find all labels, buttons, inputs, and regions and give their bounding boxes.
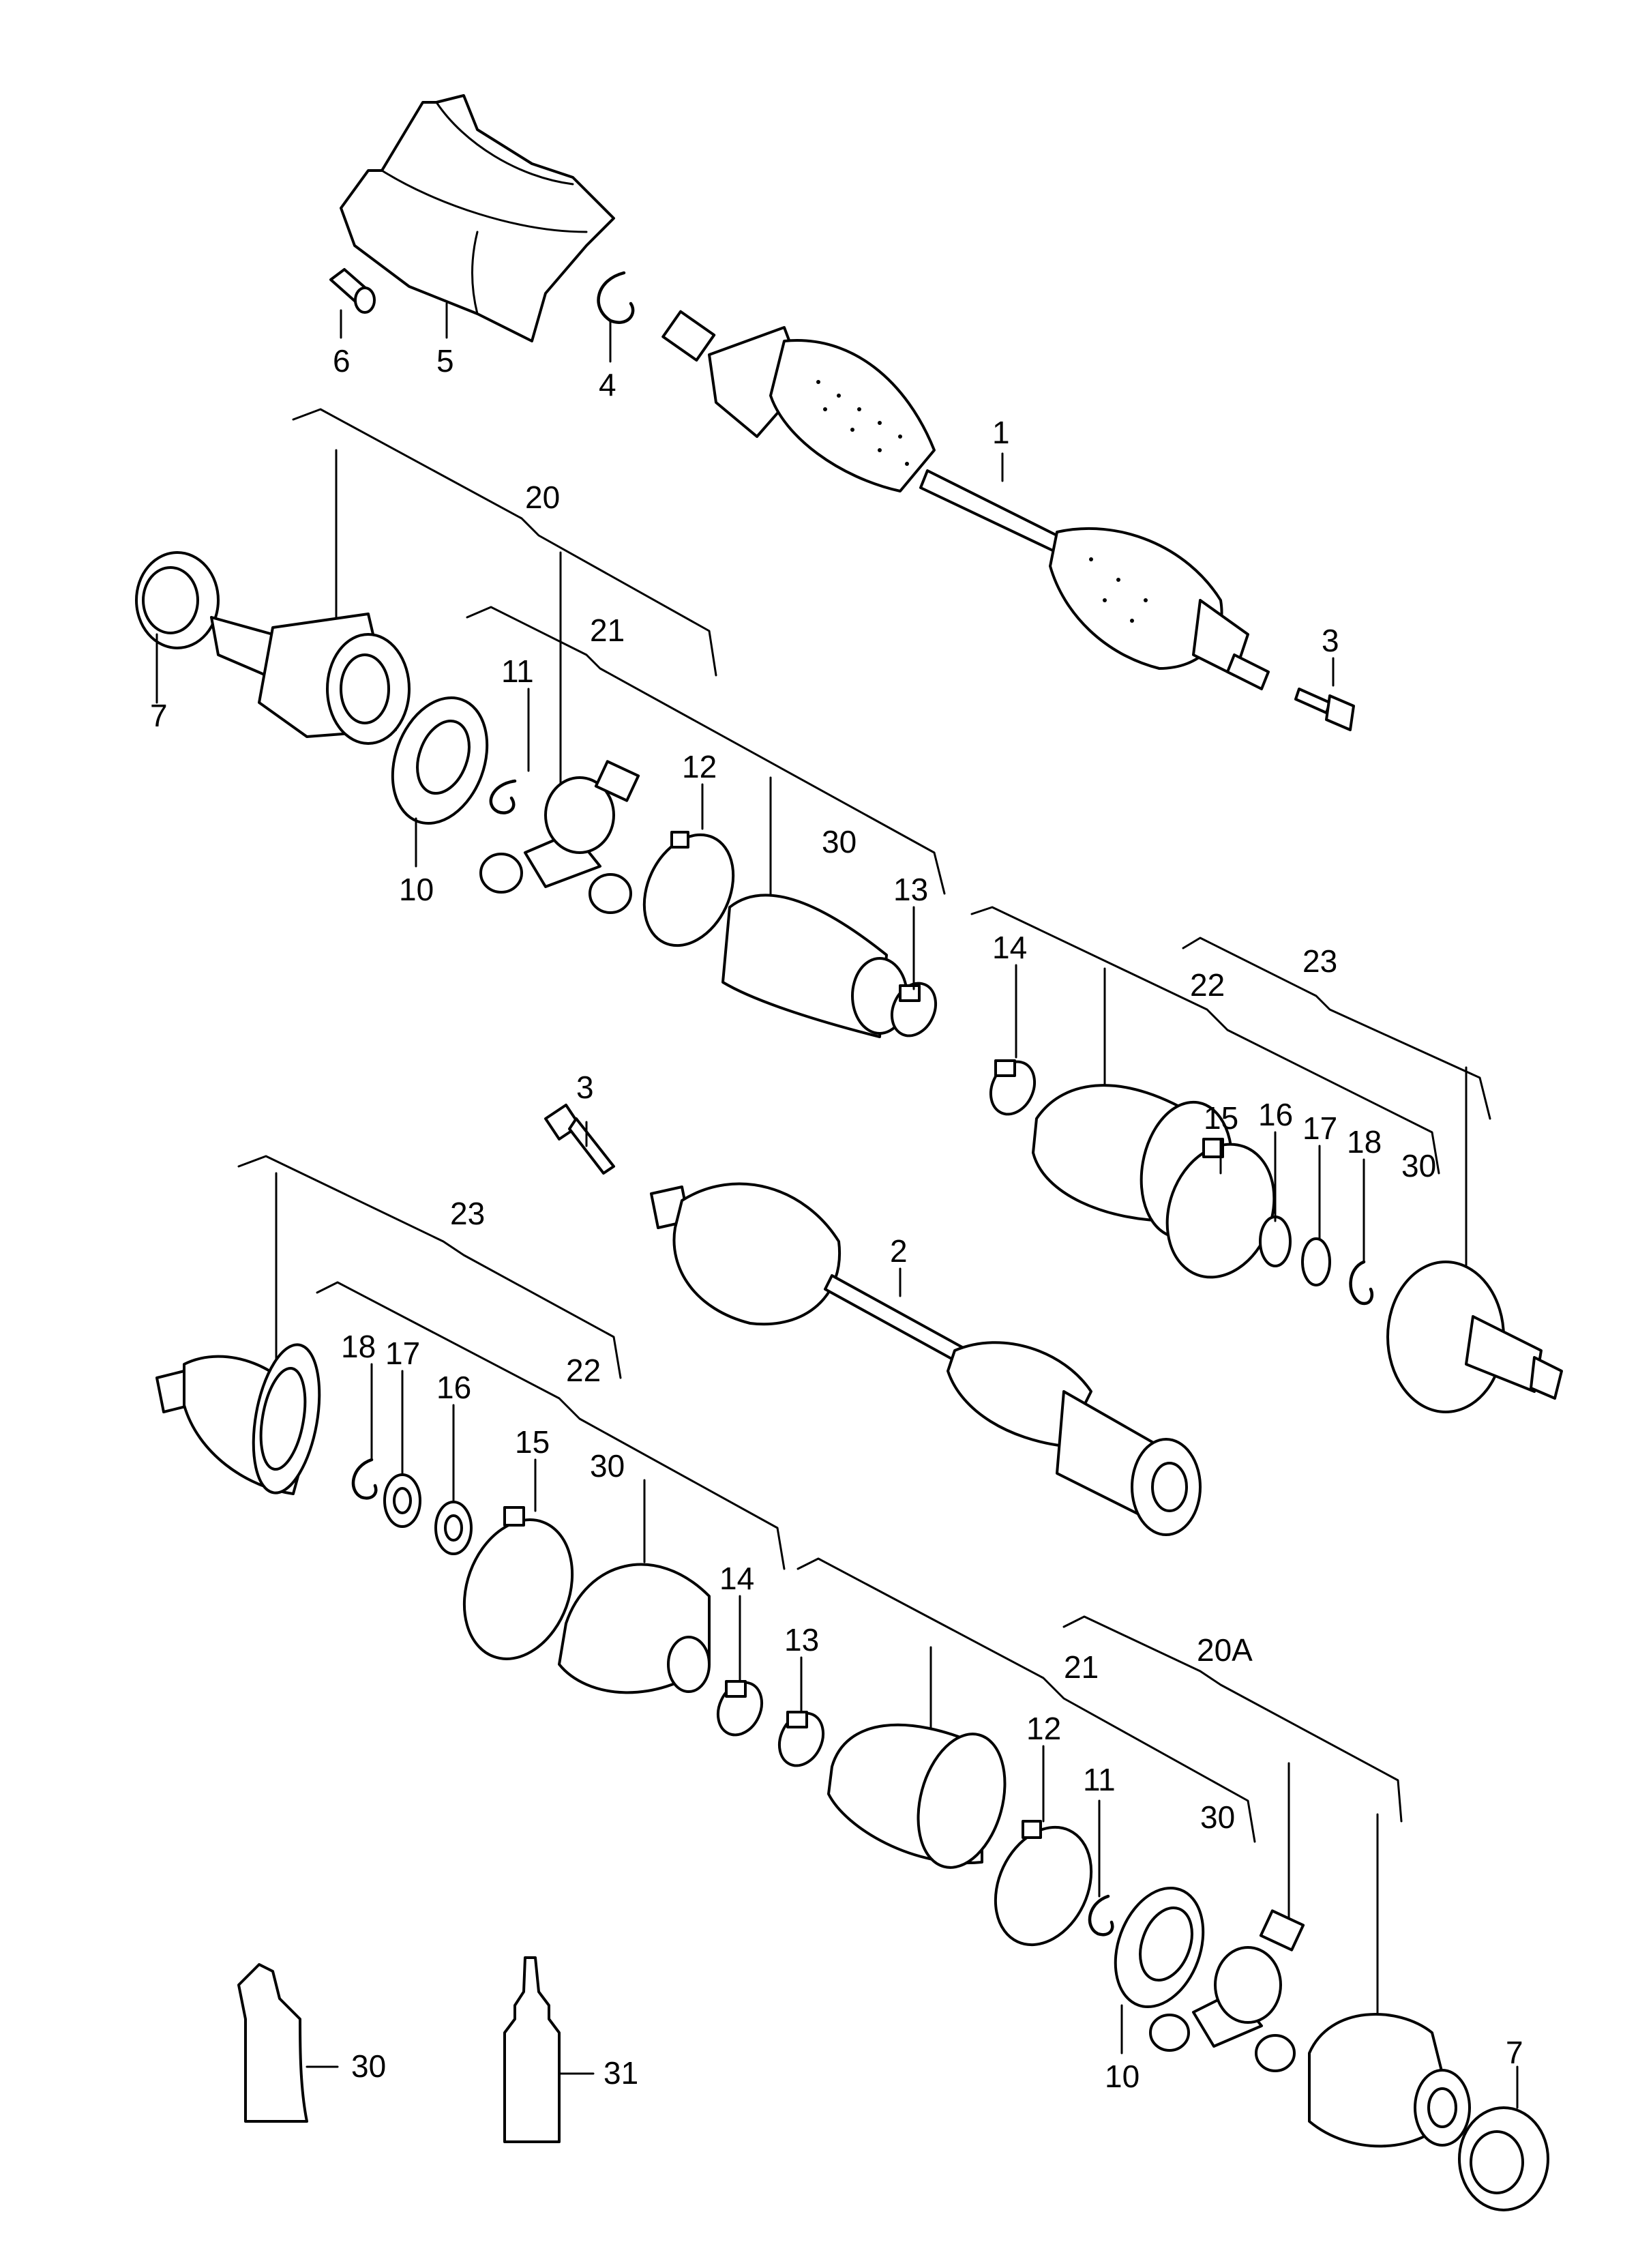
callout-17a: 17 [1302,1110,1337,1146]
callout-5: 5 [436,343,454,379]
washer-17-lower [383,1473,421,1528]
fluid-bottle [503,1956,595,2143]
flange-plate-upper [391,696,489,868]
callout-12a: 12 [682,749,717,784]
clamp-14-lower [716,1680,764,1737]
circlip-18-upper [1349,1260,1374,1306]
callout-3a: 3 [1322,623,1339,658]
callout-16a: 16 [1258,1097,1293,1132]
callout-30d: 30 [1200,1799,1235,1835]
circlip [597,271,635,324]
joint-housing-lower [1308,2012,1471,2148]
bracket-23-upper [1182,937,1491,1270]
bracket-21-upper [466,606,946,902]
callout-30e: 30 [351,2048,386,2084]
bolt-middle [544,1104,615,1175]
callout-22b: 22 [566,1353,601,1388]
circlip-18-lower [351,1458,378,1500]
callout-16b: 16 [436,1370,471,1405]
bracket-20A [1062,1615,1403,2020]
callout-13a: 13 [893,872,928,907]
joint-housing-upper [210,613,411,745]
callout-4: 4 [599,367,616,402]
outer-joint-upper [1386,1261,1563,1413]
callout-3b: 3 [576,1070,594,1105]
callout-11a: 11 [501,653,534,689]
outer-joint-lower [155,1343,321,1495]
boot-dots-upper [816,380,1148,623]
boot-30-upper [721,894,908,1038]
callout-10b: 10 [1105,2059,1140,2094]
sleeve-bushing [329,268,376,314]
bolt-upper [1294,688,1355,731]
bracket-20 [292,408,717,820]
tripod-spider-upper [479,760,640,914]
drive-shaft-upper [661,310,1270,690]
callout-1: 1 [992,415,1010,450]
callout-11b: 11 [1083,1762,1116,1797]
callout-6: 6 [333,343,351,379]
washer-16-lower [434,1501,473,1555]
callout-2: 2 [890,1233,908,1269]
callout-18b: 18 [341,1329,376,1364]
callouts: 1 2 3 3 4 5 6 7 7 10 10 11 11 12 12 13 1… [150,343,1523,2094]
clamp-12-lower [994,1820,1093,1947]
drive-shaft-middle [650,1182,1202,1536]
callout-12b: 12 [1026,1711,1061,1746]
callout-15a: 15 [1204,1100,1238,1136]
callout-22a: 22 [1190,967,1225,1003]
callout-23b: 23 [450,1196,485,1231]
callout-7b: 7 [1506,2035,1523,2070]
seal-cap-upper [135,551,220,704]
grease-tube [237,1963,339,2123]
callout-20: 20 [525,480,560,515]
clamp-13-lower [777,1711,825,1767]
clamp-14-upper [989,1059,1037,1116]
boot-30-lower [558,1563,711,1694]
callout-21b: 21 [1064,1649,1099,1685]
callout-17b: 17 [385,1336,420,1371]
heat-shield [340,94,615,342]
tripod-spider-lower [1149,1909,1305,2072]
callout-18a: 18 [1347,1124,1382,1160]
callout-10a: 10 [399,872,434,907]
washer-16-upper [1259,1216,1292,1267]
callout-15b: 15 [515,1424,550,1460]
circlip-upper-11 [489,779,517,814]
callout-30a: 30 [822,824,857,859]
callout-21a: 21 [590,613,625,648]
callout-30b: 30 [1401,1148,1436,1183]
callout-30c: 30 [590,1448,625,1484]
callout-14b: 14 [719,1561,754,1596]
callout-7a: 7 [150,698,168,733]
flange-plate-lower [1114,1886,1205,2055]
callout-13b: 13 [784,1622,819,1658]
bracket-22-lower [316,1281,786,1570]
callout-31: 31 [604,2055,638,2091]
boot-lower-right [827,1723,1007,1869]
washer-17-upper [1301,1237,1331,1286]
clamp-15-lower [462,1506,574,1660]
circlip-11-lower [1088,1894,1114,1936]
callout-14a: 14 [992,930,1027,965]
callout-20A: 20A [1197,1632,1253,1668]
callout-23a: 23 [1302,943,1337,979]
clamp-12-upper [642,831,735,947]
leader-lines [340,302,1365,1898]
seal-cap-lower [1458,2065,1549,2211]
